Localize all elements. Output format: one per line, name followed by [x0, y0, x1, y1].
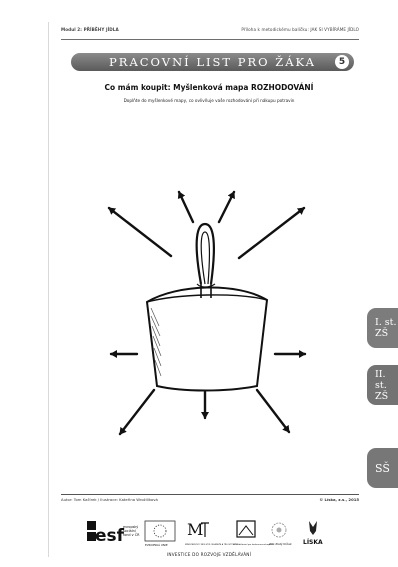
svg-text:LÍSKA: LÍSKA	[303, 538, 323, 546]
footer-copyright: © Líska, z.s., 2015	[319, 497, 359, 502]
tab-label-line1: I. st.	[375, 317, 398, 328]
svg-text:M: M	[187, 520, 203, 539]
footer-divider	[61, 494, 359, 495]
page-footer: Autor: Tom Kačírek / Ilustrace: Kateřina…	[61, 497, 359, 502]
eu-flag-logo: EVROPSKÁ UNIE	[145, 521, 175, 547]
msmt-logo: M MINISTERSTVO ŠKOLSTVÍ, MLÁDEŽE A TĚLOV…	[185, 520, 239, 546]
arrow-lower-right	[257, 390, 289, 432]
sponsor-logos: esf evropský sociální fond v ČR EVROPSKÁ…	[87, 517, 337, 551]
tab-label-line2: ZŠ	[375, 328, 398, 339]
zlaty-klicek-logo: ZYC Zlatý Klíček	[269, 523, 292, 546]
svg-text:EVROPSKÁ UNIE: EVROPSKÁ UNIE	[145, 542, 168, 547]
arrow-top-left	[179, 192, 193, 222]
worksheet-title: Co mám koupit: Myšlenková mapa ROZHODOVÁ…	[49, 82, 369, 92]
worksheet-banner: PRACOVNÍ LIST PRO ŽÁKA	[71, 53, 354, 71]
header-divider	[61, 39, 359, 40]
svg-text:fond v ČR: fond v ČR	[123, 532, 140, 537]
page-header: Modul 2: PŘÍBĚHY JÍDLA Příloha k metodic…	[61, 28, 359, 33]
tab-zs-first-stage[interactable]: I. st. ZŠ	[367, 308, 398, 348]
tab-zs-second-stage[interactable]: II. st. ZŠ	[367, 365, 398, 405]
arrow-lower-left	[120, 390, 154, 434]
footer-authors: Autor: Tom Kačírek / Ilustrace: Kateřina…	[61, 497, 158, 502]
svg-text:ZYC Zlatý Klíček: ZYC Zlatý Klíček	[269, 542, 292, 546]
arrow-top-right	[219, 192, 234, 222]
worksheet-subtitle: Doplňte do myšlenkové mapy, co ovlivňuje…	[49, 98, 369, 103]
module-label: Modul 2: PŘÍBĚHY JÍDLA	[61, 28, 119, 33]
appendix-label: Příloha k metodickému balíčku: JAK SI VY…	[241, 28, 359, 33]
arrow-upper-right	[239, 208, 304, 258]
svg-text:esf: esf	[95, 526, 125, 546]
arrow-upper-left	[109, 208, 171, 256]
liska-logo: LÍSKA	[303, 521, 323, 546]
svg-text:OP Vzdělávání pro konkurencesc: OP Vzdělávání pro konkurenceschopnost	[233, 543, 274, 546]
mind-map-drawing	[97, 180, 322, 450]
tab-label-line1: SŠ	[375, 463, 398, 474]
esf-logo: esf evropský sociální fond v ČR	[87, 521, 140, 546]
tab-ss[interactable]: SŠ	[367, 448, 398, 488]
op-vk-logo: OP Vzdělávání pro konkurenceschopnost	[233, 521, 274, 546]
tab-label-line1: II. st.	[375, 369, 398, 391]
svg-text:MINISTERSTVO ŠKOLSTVÍ, MLÁDEŽE: MINISTERSTVO ŠKOLSTVÍ, MLÁDEŽE A TĚLOVÝC…	[185, 543, 239, 546]
logos-caption: INVESTICE DO ROZVOJE VZDĚLÁVÁNÍ	[49, 552, 369, 557]
worksheet-number-badge: 5	[335, 55, 349, 69]
banner-title: PRACOVNÍ LIST PRO ŽÁKA	[109, 55, 316, 69]
worksheet-page: Modul 2: PŘÍBĚHY JÍDLA Příloha k metodic…	[48, 22, 369, 557]
tab-label-line2: ZŠ	[375, 391, 398, 402]
